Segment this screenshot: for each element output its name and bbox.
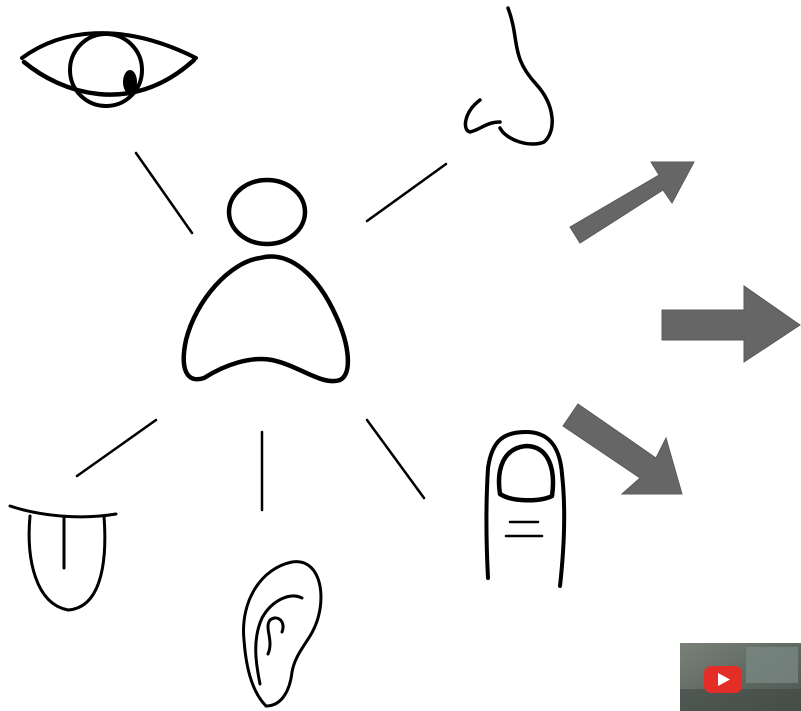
connector-eye (136, 153, 192, 233)
nose-bridge (500, 8, 552, 144)
eye-lid-upper (22, 33, 196, 58)
person-body (184, 257, 348, 382)
finger-outline (487, 432, 565, 586)
ear-outline (244, 562, 321, 706)
video-thumbnail-image (680, 643, 801, 711)
person-head (229, 180, 305, 244)
arrow-up-right-icon (570, 162, 694, 243)
connector-tongue (77, 420, 156, 476)
arrow-right-shape (662, 286, 800, 362)
arrow-up-right-shape (570, 162, 694, 243)
eye-pupil (123, 70, 137, 94)
fingernail (499, 446, 553, 500)
arrow-down-right-shape (563, 404, 682, 494)
ear-canal (268, 618, 283, 654)
connector-finger (367, 420, 424, 498)
video-thumbnail[interactable] (680, 643, 801, 711)
play-icon[interactable] (704, 666, 742, 693)
eye-lid-lower (24, 60, 194, 95)
ear-icon (244, 562, 321, 706)
person-icon (184, 180, 348, 381)
tongue-top-line (10, 506, 116, 517)
nose-icon (465, 8, 552, 144)
arrow-right-icon (662, 286, 800, 362)
arrow-down-right-icon (563, 404, 682, 494)
tongue-outline (29, 516, 105, 610)
connector-nose (367, 164, 446, 221)
eye-icon (22, 33, 196, 106)
ear-inner (256, 596, 302, 684)
nose-nostril (465, 100, 500, 132)
tongue-icon (10, 506, 116, 610)
finger-icon (487, 432, 565, 586)
connector-lines (77, 153, 446, 510)
